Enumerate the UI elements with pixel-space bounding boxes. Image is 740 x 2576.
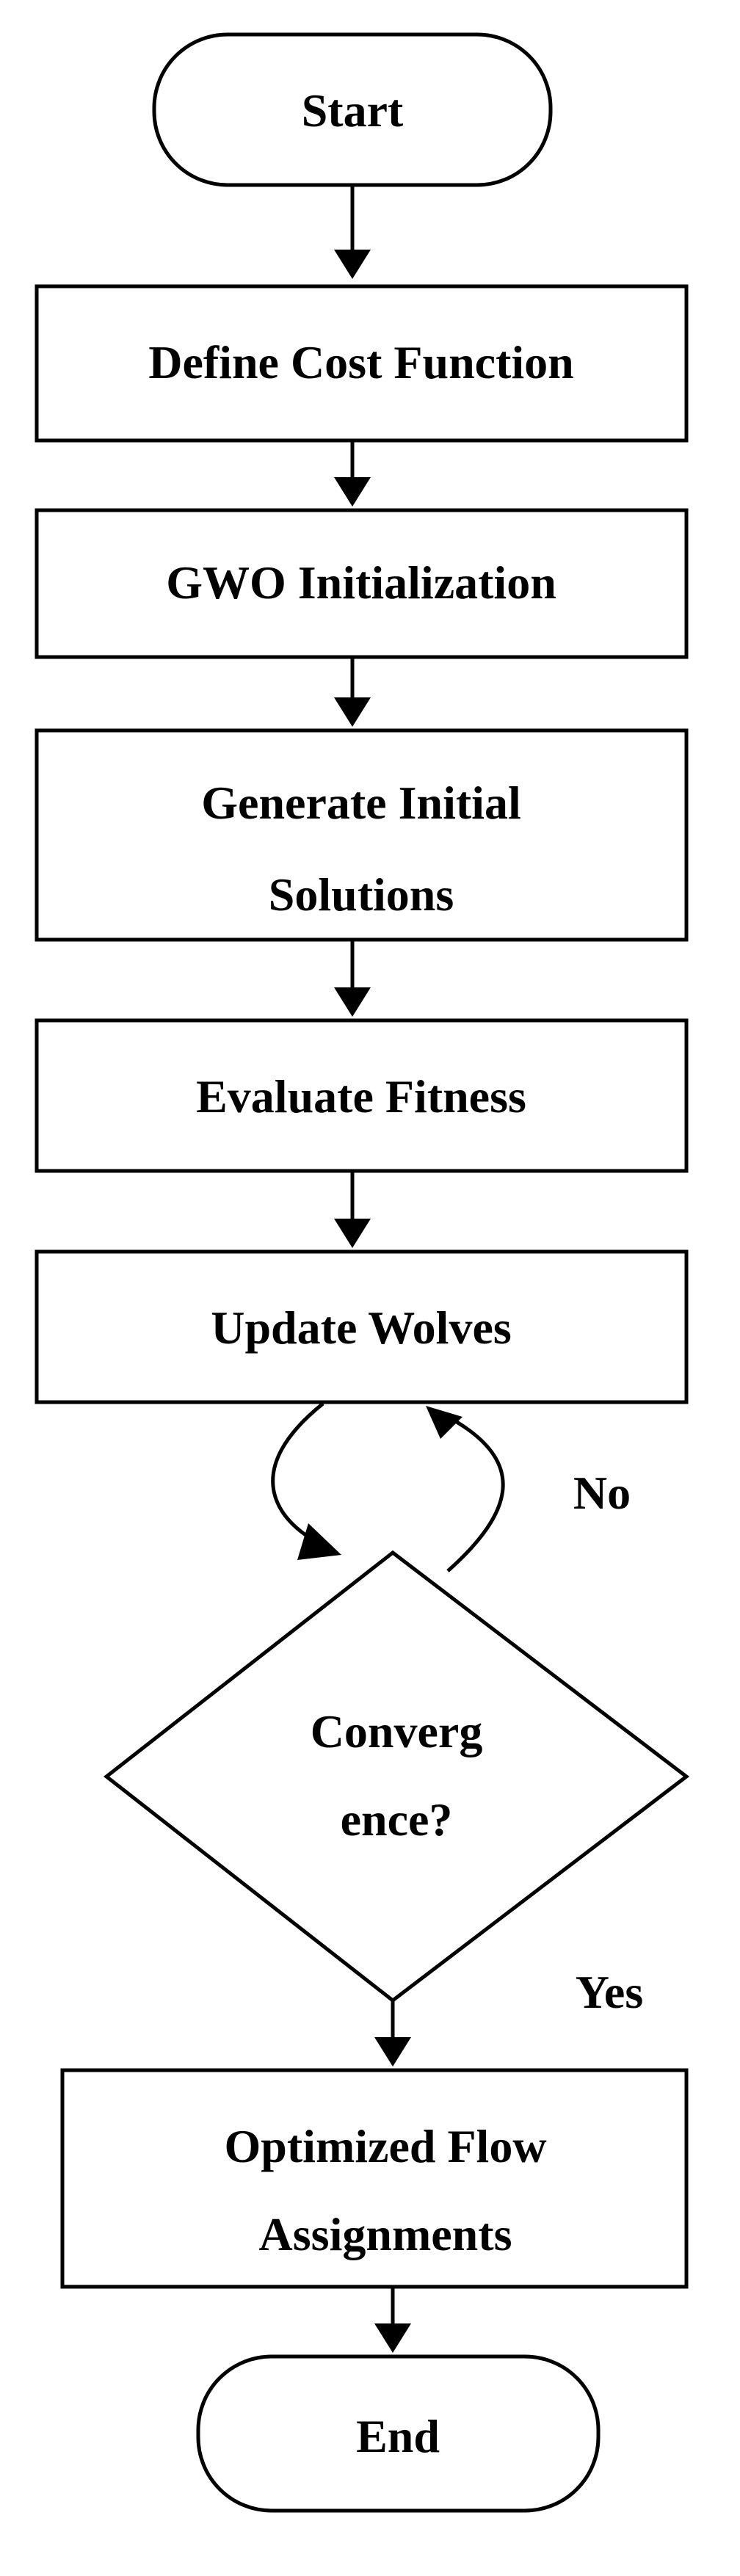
convergence-decision-node: Converg ence? — [103, 1550, 690, 2003]
start-label: Start — [302, 84, 404, 137]
convergence-label-line2: ence? — [341, 1793, 453, 1846]
arrow-define-cost-to-gwo-init — [334, 440, 371, 507]
yes-branch-label: Yes — [576, 1966, 643, 2018]
arrow-convergence-to-update-no — [426, 1406, 505, 1572]
evaluate-fitness-node: Evaluate Fitness — [35, 1018, 689, 1173]
optimized-flow-node: Optimized Flow Assignments — [60, 2068, 689, 2289]
evaluate-label: Evaluate Fitness — [196, 1070, 526, 1122]
update-label: Update Wolves — [211, 1302, 512, 1354]
generate-solutions-node: Generate Initial Solutions — [35, 728, 689, 942]
end-label: End — [356, 2410, 440, 2462]
gwo-init-node: GWO Initialization — [35, 508, 689, 659]
optimized-label-line1: Optimized Flow — [224, 2120, 546, 2172]
optimized-label-line2: Assignments — [259, 2208, 512, 2260]
update-wolves-node: Update Wolves — [35, 1249, 689, 1404]
arrow-generate-to-evaluate — [334, 940, 371, 1017]
generate-label-line1: Generate Initial — [201, 777, 520, 829]
no-branch-label: No — [573, 1467, 631, 1519]
arrow-update-to-convergence — [271, 1402, 341, 1560]
define-cost-node: Define Cost Function — [35, 284, 689, 443]
arrow-gwo-init-to-generate — [334, 657, 371, 727]
arrow-optimized-to-end — [374, 2287, 411, 2353]
arrow-start-to-define-cost — [334, 185, 371, 279]
end-node: End — [196, 2354, 601, 2513]
arrow-evaluate-to-update — [334, 1171, 371, 1248]
convergence-label-line1: Converg — [311, 1705, 483, 1757]
generate-label-line2: Solutions — [269, 868, 454, 921]
arrow-convergence-to-optimized — [374, 2000, 411, 2067]
start-node: Start — [152, 32, 553, 187]
gwo-init-label: GWO Initialization — [166, 556, 556, 609]
define-cost-label: Define Cost Function — [148, 336, 574, 388]
